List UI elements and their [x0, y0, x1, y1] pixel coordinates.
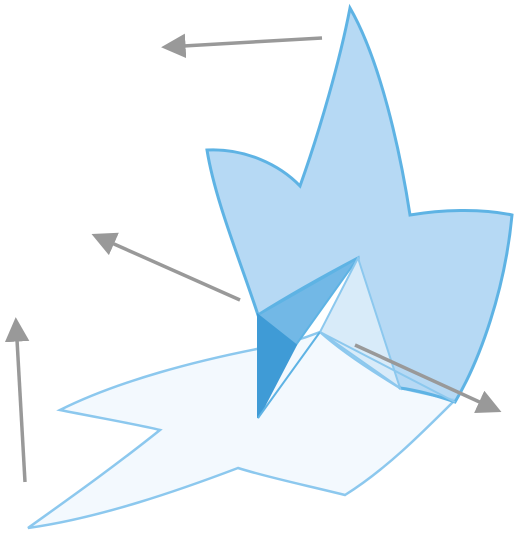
middle-arrow [96, 236, 240, 300]
vertical-arrow [16, 322, 25, 482]
top-arrow [166, 38, 322, 47]
